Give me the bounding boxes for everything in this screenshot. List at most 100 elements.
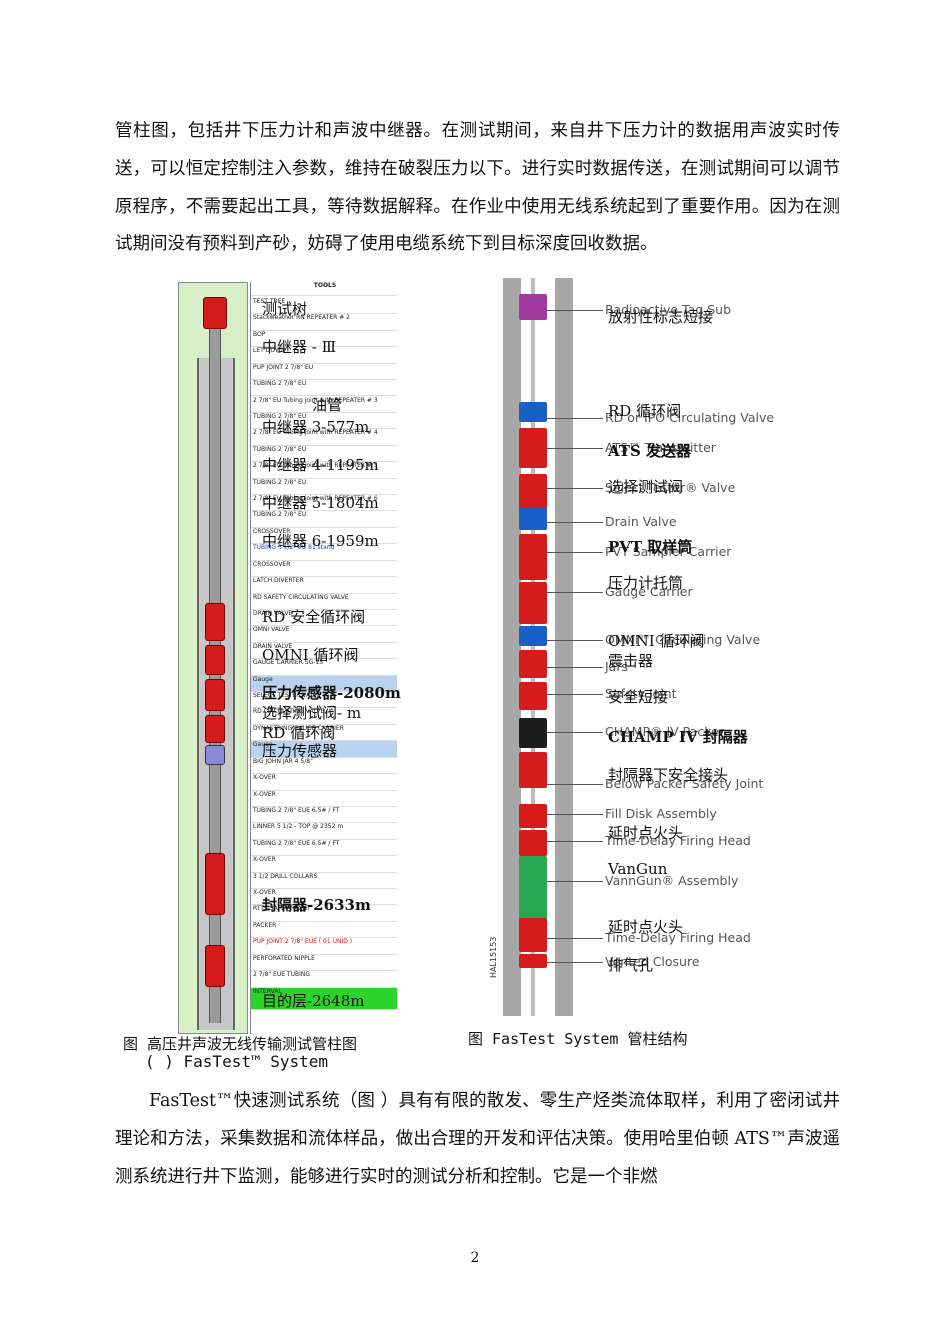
figure-2-label-en: RD or IPO Circulating Valve	[605, 410, 775, 425]
tools-row: TUBING 2 7/8" EU	[251, 511, 397, 528]
leader-line	[547, 640, 603, 641]
leader-line	[547, 418, 603, 419]
figure-1-label: 测试树	[262, 300, 308, 318]
leader-line	[547, 310, 603, 311]
tools-row: 2 7/8" EUE TUBING	[251, 971, 397, 988]
tools-row: 3 1/2 DRILL COLLARS	[251, 873, 397, 890]
figure-2-label-cn: 选择测试阀	[608, 478, 684, 496]
figure-2-label-en: Time-Delay Firing Head	[605, 930, 751, 945]
figure-2-label-cn: OMNI 循环阀	[608, 632, 705, 650]
figure-1-caption: 图 高压井声波无线传输测试管柱图	[123, 1035, 358, 1053]
tools-row: TEST TREE	[251, 298, 397, 315]
leader-line	[547, 522, 603, 523]
tools-row: CROSSOVER	[251, 528, 397, 545]
figure-2-label-en: PVT Sampler Carrier	[605, 544, 732, 559]
figure-2-label-en: Gauge Carrier	[605, 584, 693, 599]
figure-2-label-cn: RD 循环阀	[608, 402, 682, 420]
paragraph-top: 管柱图，包括井下压力计和声波中继器。在测试期间，来自井下压力计的数据用声波实时传…	[115, 121, 840, 255]
tools-row: LATCH DIVERTER	[251, 577, 397, 594]
omni-valve-tool	[205, 645, 225, 675]
tools-row: RTTS SAFETY JOINT	[251, 905, 397, 922]
leader-line	[547, 732, 603, 733]
leader-line	[547, 841, 603, 842]
tools-row: GAUGE CARRIER SG-15	[251, 659, 397, 676]
tools-row: PACKER	[251, 922, 397, 939]
figure-1-label: 中继器 3-577m	[262, 418, 370, 436]
figure-2-label-en: VannGun® Assembly	[605, 873, 739, 888]
string-tool	[519, 428, 547, 468]
tools-row: LINNER 5 1/2 - TOP @ 2352 m	[251, 823, 397, 840]
figure-2-label-cn: 震击器	[608, 652, 654, 670]
figure-1-label: RD 安全循环阀	[262, 608, 366, 626]
figure-2-label-cn: ATS 发送器	[608, 442, 692, 460]
tools-row: 2 7/8" EU Tubing joint with REPEATER # 4	[251, 429, 397, 446]
paragraph-bottom: FasTest™快速测试系统（图 ）具有有限的散发、零生产烃类流体取样，利用了密…	[115, 1091, 840, 1187]
left-wall	[503, 278, 521, 1016]
tools-row: LET DOWN	[251, 347, 397, 364]
tools-row: Stackweather RN REPEATER # 2	[251, 314, 397, 331]
figure-1-wellbore	[178, 282, 248, 1034]
figure-2-label-en: Safety Joint	[605, 686, 677, 701]
tools-row: 2 7/8" EU Tubing joint with REPEATER # 5	[251, 462, 397, 479]
perforated-nipple-tool	[205, 945, 225, 987]
tools-row: 2 7/8" EU Tubing joint with REPEATER # 6	[251, 495, 397, 512]
figure-1-label: 封隔器-2633m	[262, 896, 371, 914]
leader-line	[547, 814, 603, 815]
leader-line	[547, 962, 603, 963]
gauge-carrier-tool	[205, 679, 225, 711]
leader-line	[547, 552, 603, 553]
string-tool	[519, 474, 547, 514]
tools-row: TUBING 2 7/8" EUE 6.5# / FT	[251, 840, 397, 857]
tools-row: DRAIN VALVE	[251, 610, 397, 627]
tools-row: RD CIRCULATING VALVE	[251, 708, 397, 725]
leader-line	[547, 881, 603, 882]
tools-row: TUBING 3 1/2" EU 81 stand	[251, 544, 397, 561]
figure-1-label: 压力传感器-2080m	[262, 684, 401, 702]
figure-1-label: 选择测试阀- m	[262, 704, 362, 722]
string-tool	[519, 534, 547, 580]
tools-row: PUP JOINT 2 7/8" EUE ( 01 UNID )	[251, 938, 397, 955]
tools-row: TUBING 2 7/8" EU	[251, 479, 397, 495]
tools-row: TUBING 2 7/8" EUE 6.5# / FT	[251, 807, 397, 824]
tools-row: X-OVER	[251, 889, 397, 906]
tools-row: Gauge	[251, 741, 397, 758]
string-tool	[519, 856, 547, 930]
subheading: ( ) FasTest™ System	[145, 1052, 329, 1071]
figure-2-label-en: Radioactive Tag Sub	[605, 302, 732, 317]
figure-1-label: OMNI 循环阀	[262, 646, 359, 664]
string-tool	[519, 650, 547, 678]
tools-row: OMNI VALVE	[251, 626, 397, 643]
tools-row: Gauge	[251, 675, 397, 693]
tools-row: 2 7/8" EU Tubing joint with REPEATER # 3	[251, 397, 397, 413]
tools-row: CROSSOVER	[251, 561, 397, 578]
string-tool	[519, 508, 547, 530]
string-tool	[519, 626, 547, 646]
tools-row: BOP	[251, 331, 397, 348]
figure-2-label-cn: 排气孔	[608, 956, 654, 974]
leader-line	[547, 694, 603, 695]
tools-row: PUP JOINT 2 7/8" EU	[251, 364, 397, 381]
string-tool	[519, 682, 547, 710]
figure-2-label-en: Jars	[605, 659, 628, 674]
tools-row: X-OVER	[251, 791, 397, 807]
tools-header: TOOLS	[251, 282, 397, 296]
page-number: 2	[470, 1250, 480, 1266]
hal-code: HAL15153	[489, 936, 498, 978]
leader-line	[547, 488, 603, 489]
figure-2-label-cn: PVT 取样筒	[608, 538, 693, 556]
leader-line	[547, 938, 603, 939]
figure-1-label: 油管	[312, 396, 343, 414]
figure-2-label-cn: 压力计托筒	[608, 574, 684, 592]
figure-2-label-en: Vented Closure	[605, 954, 700, 969]
figure-2-label-en: Below Packer Safety Joint	[605, 776, 764, 791]
test-tree-icon	[203, 297, 227, 329]
tools-row: DYNASTRING GAUGE CARRIER	[251, 725, 397, 742]
right-wall	[555, 278, 573, 1016]
string-tool	[519, 582, 547, 624]
center-mandrel	[531, 278, 535, 1016]
string-tool	[519, 804, 547, 828]
figure-2-label-en: Fill Disk Assembly	[605, 806, 717, 821]
tools-row: INTERVAL	[251, 987, 397, 1010]
